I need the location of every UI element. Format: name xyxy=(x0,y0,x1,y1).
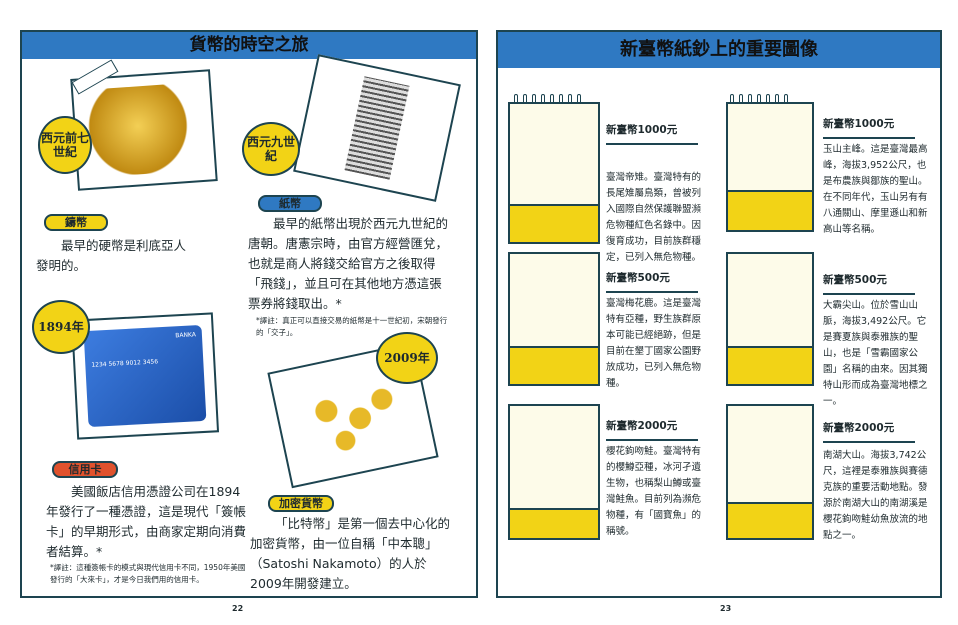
note-text: 大霸尖山。位於雪山山脈，海拔3,492公尺。它是賽夏族與泰雅族的聖山，也是「雪霸… xyxy=(823,300,928,407)
credit-card-photo: BANKA 1234 5678 9012 3456 xyxy=(70,312,220,440)
note-heading: 新臺幣1000元 xyxy=(606,122,698,145)
date-badge: 西元前七世紀 xyxy=(38,116,92,174)
section-tag-coin: 鑄幣 xyxy=(44,214,108,231)
note-text: 南湖大山。海拔3,742公尺，這裡是泰雅族與賽德克族的重要活動地點。發源於南湖大… xyxy=(823,450,928,541)
note-heading: 新臺幣2000元 xyxy=(606,418,698,441)
left-page: 貨幣的時空之旅 西元前七世紀 鑄幣 最早的硬幣是利底亞人發明的。 西元九世紀 紙… xyxy=(20,30,478,598)
paper-money-photo xyxy=(293,54,461,202)
note-heading: 新臺幣2000元 xyxy=(823,420,915,443)
salmon-illustration xyxy=(508,404,600,540)
note-text: 玉山主峰。這是臺灣最高峰，海拔3,952公尺，也是布農族與鄒族的聖山。在不同年代… xyxy=(823,144,928,235)
section-tag-crypto: 加密貨幣 xyxy=(268,495,334,512)
footnote: *譯註：這種簽帳卡的模式與現代信用卡不同，1950年美國發行的「大來卡」，才是今… xyxy=(50,563,246,584)
deer-illustration xyxy=(508,252,600,386)
note-text: 臺灣梅花鹿。這是臺灣特有亞種，野生族群原本可能已經絕跡，但是目前在墾丁國家公園野… xyxy=(606,298,702,389)
note-text: 櫻花鉤吻鮭。臺灣特有的櫻鱒亞種，冰河孑遺生物，也稱梨山鱒或臺灣鮭魚。目前列為瀕危… xyxy=(606,446,702,537)
date-badge: 2009年 xyxy=(376,332,438,384)
card-brand: BANKA xyxy=(175,331,197,340)
note-heading: 新臺幣1000元 xyxy=(823,116,915,139)
coin-photo xyxy=(70,69,218,191)
dabajian-illustration xyxy=(726,252,814,386)
right-page-title: 新臺幣紙鈔上的重要圖像 xyxy=(498,32,940,68)
date-badge: 西元九世紀 xyxy=(242,122,300,176)
card-number: 1234 5678 9012 3456 xyxy=(91,358,159,369)
left-page-title: 貨幣的時空之旅 xyxy=(22,32,476,59)
page-number: 22 xyxy=(232,604,244,613)
section-tag-paper: 紙幣 xyxy=(258,195,322,212)
date-badge: 1894年 xyxy=(32,300,90,354)
footnote: *譯註：真正可以直接交易的紙幣是十一世紀初，宋朝發行的「交子」。 xyxy=(256,316,448,337)
page-number: 23 xyxy=(720,604,732,613)
section-tag-credit-card: 信用卡 xyxy=(52,461,118,478)
right-page: 新臺幣紙鈔上的重要圖像 新臺幣1000元 臺灣帝雉。臺灣特有的長尾雉屬鳥類，曾被… xyxy=(496,30,942,598)
section-text: 最早的紙幣出現於西元九世紀的唐朝。唐憲宗時，由官方經營匯兌，也就是商人將錢交給官… xyxy=(248,216,449,311)
section-text: 「比特幣」是第一個去中心化的加密貨幣，由一位自稱「中本聰」（Satoshi Na… xyxy=(250,516,451,591)
section-text: 美國飯店信用憑證公司在1894年發行了一種憑證，這是現代「簽帳卡」的早期形式，由… xyxy=(46,484,247,559)
section-text: 最早的硬幣是利底亞人發明的。 xyxy=(36,238,187,273)
pheasant-illustration xyxy=(508,102,600,244)
yushan-illustration xyxy=(726,102,814,232)
nanhu-illustration xyxy=(726,404,814,540)
note-text: 臺灣帝雉。臺灣特有的長尾雉屬鳥類，曾被列入國際自然保護聯盟瀕危物種紅色名錄中。因… xyxy=(606,172,702,263)
note-heading: 新臺幣500元 xyxy=(823,272,915,295)
note-heading: 新臺幣500元 xyxy=(606,270,698,293)
